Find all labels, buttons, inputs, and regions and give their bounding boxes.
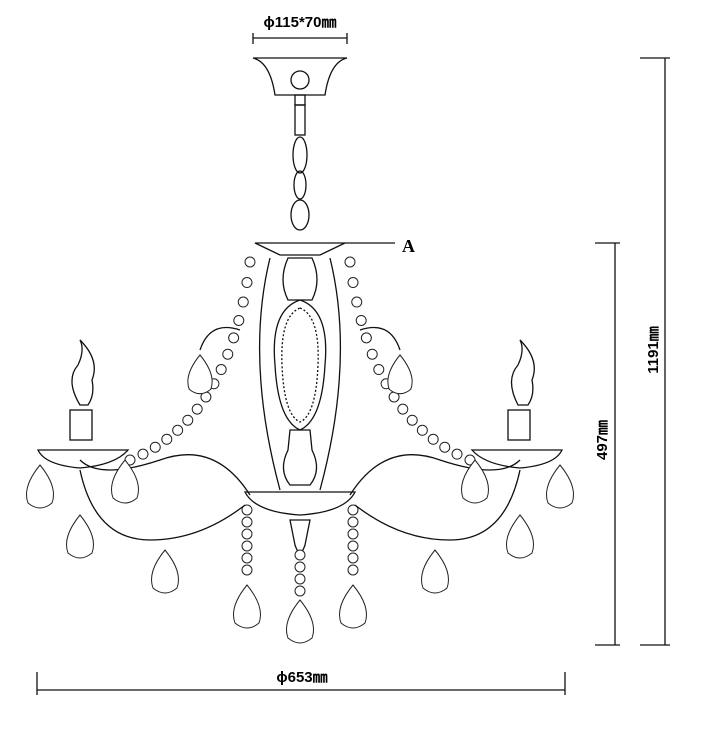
crystal-drop <box>387 354 413 395</box>
bead <box>355 314 367 326</box>
bead <box>294 573 306 585</box>
bead <box>161 433 173 445</box>
bead <box>397 403 409 415</box>
bead <box>237 296 249 308</box>
bead <box>241 504 253 516</box>
candle-right <box>470 339 564 469</box>
bead <box>172 424 184 436</box>
chain <box>290 104 310 231</box>
bead <box>222 348 234 360</box>
body-height-dimension: 497㎜ <box>594 242 620 646</box>
bead <box>241 528 253 540</box>
bead <box>182 414 194 426</box>
crystal-drop <box>286 599 314 644</box>
crystal-drop <box>151 549 179 594</box>
part-a-label: A <box>402 236 415 256</box>
bead <box>366 348 378 360</box>
crystal-drop <box>233 584 261 629</box>
bead <box>149 441 161 453</box>
central-column <box>273 257 327 486</box>
crystal-drop <box>421 549 449 594</box>
canopy <box>252 57 348 106</box>
crystal-drop <box>187 354 213 395</box>
bead <box>347 516 359 528</box>
crystal-drops <box>26 354 574 644</box>
bead <box>347 504 359 516</box>
crystal-beads <box>124 256 476 597</box>
crystal-drop <box>506 514 534 559</box>
bead <box>233 314 245 326</box>
bead <box>241 277 253 289</box>
bead <box>244 256 256 268</box>
bead <box>137 448 149 460</box>
bead <box>294 561 306 573</box>
bead <box>347 277 359 289</box>
bead <box>241 516 253 528</box>
bead <box>416 424 428 436</box>
bead <box>228 332 240 344</box>
crystal-drop <box>26 464 54 509</box>
bead <box>427 433 439 445</box>
crystal-drop <box>66 514 94 559</box>
bead <box>439 441 451 453</box>
top-plate: A <box>254 236 415 256</box>
crystal-drop <box>339 584 367 629</box>
bead <box>241 540 253 552</box>
bead <box>294 585 306 597</box>
bead <box>191 403 203 415</box>
bead <box>347 540 359 552</box>
bead <box>294 549 306 561</box>
total-height-dimension: 1191㎜ <box>640 57 670 646</box>
bead <box>406 414 418 426</box>
body-height-label: 497㎜ <box>594 420 611 460</box>
bead <box>344 256 356 268</box>
canopy-dimension-label: ϕ115*70㎜ <box>264 14 337 31</box>
bead <box>241 552 253 564</box>
candle-left <box>36 339 130 469</box>
bead <box>215 364 227 376</box>
bead <box>360 332 372 344</box>
canopy-dimension: ϕ115*70㎜ <box>252 14 348 44</box>
bead <box>241 564 253 576</box>
bead <box>351 296 363 308</box>
bead <box>373 364 385 376</box>
diameter-dimension: ϕ653㎜ <box>36 669 566 695</box>
lower-bowl <box>243 491 357 554</box>
bead <box>347 564 359 576</box>
crystal-drop <box>461 459 489 504</box>
arms <box>79 257 521 541</box>
total-height-label: 1191㎜ <box>645 326 662 374</box>
crystal-drop <box>546 464 574 509</box>
diameter-label: ϕ653㎜ <box>276 669 327 686</box>
bead <box>347 552 359 564</box>
crystal-drop <box>111 459 139 504</box>
bead <box>451 448 463 460</box>
bead <box>347 528 359 540</box>
